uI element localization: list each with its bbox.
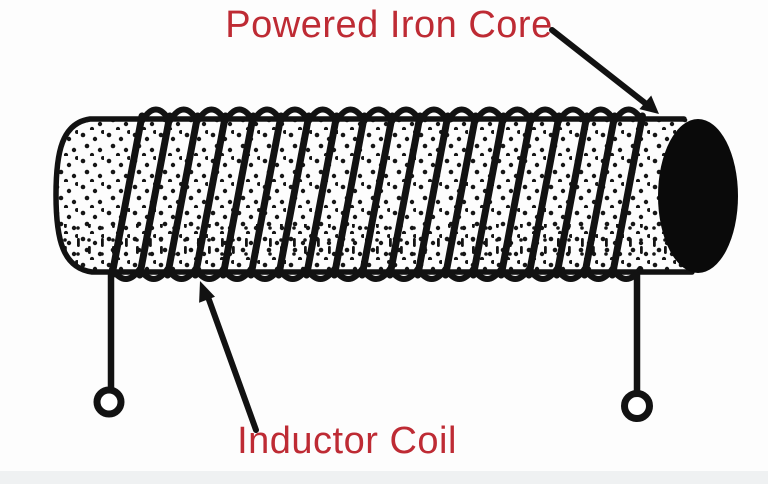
winding-top-arc (222, 106, 257, 124)
winding-line (497, 112, 535, 279)
winding-top-arc (194, 106, 229, 124)
core-pointer-arrow-icon (549, 27, 659, 114)
winding-line (136, 112, 174, 279)
winding-top-arc (528, 106, 562, 124)
winding-line (164, 112, 202, 279)
winding-line (108, 112, 146, 279)
winding-bottom-arc (248, 266, 282, 282)
winding-top-arc (417, 106, 451, 124)
winding-line (608, 112, 646, 279)
core-face (658, 119, 738, 273)
left-terminal-ring (93, 386, 125, 418)
winding-line (219, 112, 257, 279)
winding-line (191, 112, 229, 279)
winding-bottom-arc (498, 266, 532, 282)
winding-bottom-arc (331, 266, 366, 282)
winding-line (553, 112, 591, 279)
winding-top-arc (305, 106, 340, 124)
winding-bottom-arc (470, 266, 505, 282)
winding-line (442, 112, 480, 279)
coil-pointer-arrow-icon (199, 281, 259, 433)
winding-top-arc (166, 106, 201, 124)
winding-top-arc (389, 106, 423, 124)
winding-line (414, 112, 452, 279)
winding-top-arc (278, 106, 312, 124)
winding-top-arc (139, 106, 173, 124)
winding-bottom-arc (109, 266, 143, 282)
winding-top-arc (472, 106, 507, 124)
winding-bottom-arc (387, 266, 421, 282)
coil-label: Inductor Coil (237, 420, 457, 462)
winding-bottom-arc (164, 266, 199, 282)
winding-bottom-arc (526, 266, 560, 282)
winding-top-arc (361, 106, 396, 124)
winding-line (247, 112, 285, 279)
winding-line (525, 112, 563, 279)
core-label: Powered Iron Core (225, 4, 553, 46)
winding-bottom-arc (414, 266, 449, 282)
winding-line (581, 112, 619, 279)
coil-windings (108, 106, 646, 282)
winding-top-arc (583, 106, 618, 124)
winding-top-arc (444, 106, 479, 124)
winding-top-arc (250, 106, 284, 124)
winding-line (275, 112, 313, 279)
winding-top-arc (500, 106, 535, 124)
winding-line (358, 112, 396, 279)
winding-top-arc (333, 106, 368, 124)
winding-line (303, 112, 341, 279)
core-outline (53, 116, 695, 275)
winding-bottom-arc (220, 266, 254, 282)
winding-bottom-arc (553, 266, 588, 282)
winding-top-arc (556, 106, 590, 124)
winding-line (330, 112, 368, 279)
winding-bottom-arc (359, 266, 393, 282)
winding-bottom-arc (275, 266, 310, 282)
winding-bottom-arc (192, 266, 227, 282)
right-terminal-ring (621, 390, 653, 422)
winding-bottom-arc (303, 266, 338, 282)
winding-line (386, 112, 424, 279)
winding-top-arc (611, 106, 646, 124)
winding-bottom-arc (581, 266, 616, 282)
footer-bar (0, 471, 768, 484)
winding-line (469, 112, 507, 279)
winding-bottom-arc (442, 266, 477, 282)
winding-bottom-arc (136, 266, 171, 282)
